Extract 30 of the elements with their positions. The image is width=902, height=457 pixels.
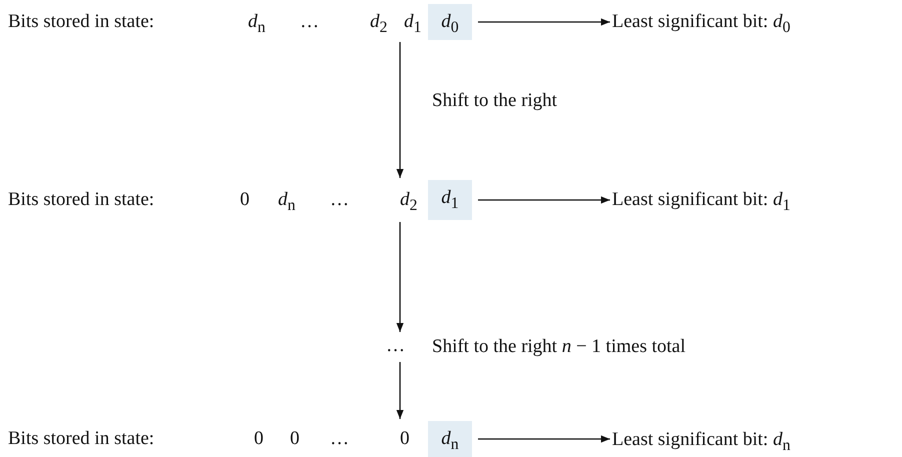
bit-value: 0 xyxy=(254,428,264,450)
bit-value: d$_{n}$ xyxy=(278,189,296,216)
arrow xyxy=(396,362,404,419)
arrow xyxy=(396,222,404,332)
output-text: Least significant bit: d$_{n}$ xyxy=(612,428,898,452)
highlighted-bit: d$_{1}$ xyxy=(428,180,472,220)
bit-value: d$_{n}$ xyxy=(248,11,266,38)
highlighted-bit: d$_{n}$ xyxy=(428,421,472,457)
output-text: … xyxy=(386,334,426,360)
arrow xyxy=(478,435,610,443)
bit-value: 0 xyxy=(240,189,250,211)
row-label: Bits stored in state: xyxy=(8,11,154,33)
bit-value: 0 xyxy=(290,428,300,450)
arrow xyxy=(396,42,404,178)
bit-value: d$_{1}$ xyxy=(404,11,422,38)
bit-value: d$_{2}$ xyxy=(400,189,418,216)
row-label: Bits stored in state: xyxy=(8,189,154,211)
edge-label: Shift to the right xyxy=(432,90,558,112)
bit-value: … xyxy=(300,11,319,33)
row-label: Bits stored in state: xyxy=(8,428,154,450)
bit-value: d$_{2}$ xyxy=(370,11,388,38)
annotation: Shift to the right n − 1 times total xyxy=(432,336,686,358)
output-text: Least significant bit: d$_{1}$ xyxy=(612,188,898,212)
arrow xyxy=(478,18,610,26)
highlighted-bit: d$_{0}$ xyxy=(428,4,472,40)
output-text: Least significant bit: d$_{0}$ xyxy=(612,10,898,34)
bit-value: … xyxy=(330,189,349,211)
bit-value: … xyxy=(330,428,349,450)
arrow xyxy=(478,196,610,204)
bit-value: 0 xyxy=(400,428,410,450)
